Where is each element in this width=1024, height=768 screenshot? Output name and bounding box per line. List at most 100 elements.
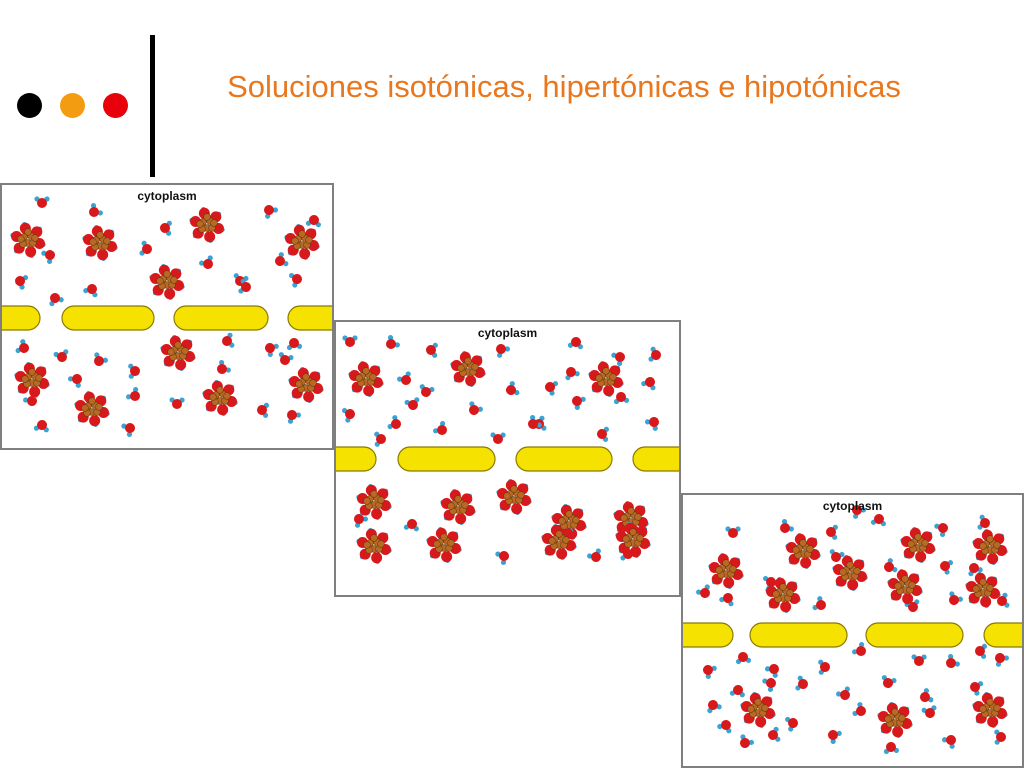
water-molecule xyxy=(495,551,509,565)
panel-label: cytoplasm xyxy=(822,499,883,513)
water-molecule xyxy=(139,240,152,256)
water-molecule xyxy=(89,203,103,217)
water-molecule xyxy=(729,685,745,698)
solute-cluster xyxy=(965,571,1001,609)
solute-cluster xyxy=(765,576,801,614)
solute-cluster xyxy=(740,691,776,729)
water-molecule xyxy=(222,332,235,348)
solute-cluster xyxy=(496,478,532,516)
water-molecule xyxy=(836,686,850,700)
water-molecule xyxy=(707,700,722,714)
water-molecule xyxy=(942,735,956,749)
panel-hypotonic: cytoplasm xyxy=(681,493,1024,768)
solute-cluster xyxy=(785,532,821,570)
membrane-segment xyxy=(336,446,377,472)
solute-cluster xyxy=(74,390,110,428)
water-molecule xyxy=(341,407,355,423)
water-molecule xyxy=(884,558,898,573)
membrane-segment xyxy=(749,622,848,648)
bullet-dots xyxy=(17,93,128,118)
solute-cluster xyxy=(82,224,118,262)
water-molecule xyxy=(611,352,625,366)
water-molecule xyxy=(911,654,927,666)
water-molecule xyxy=(397,371,411,385)
solute-cluster xyxy=(615,521,651,559)
panel-isotonic-diagram xyxy=(2,196,332,437)
water-molecule xyxy=(278,352,294,365)
bullet-dot-orange xyxy=(60,93,85,118)
water-molecule xyxy=(696,584,710,598)
water-molecule xyxy=(812,596,826,611)
water-molecule xyxy=(15,339,29,354)
water-molecule xyxy=(934,523,948,537)
water-molecule xyxy=(818,659,830,675)
water-molecule xyxy=(740,734,754,748)
water-molecule xyxy=(852,642,866,656)
solute-cluster xyxy=(541,523,577,561)
water-molecule xyxy=(387,415,401,430)
membrane-segment xyxy=(515,446,613,472)
water-molecule xyxy=(975,643,988,659)
water-molecule xyxy=(870,514,886,527)
solute-cluster xyxy=(972,691,1008,729)
water-molecule xyxy=(648,346,661,362)
solute-cluster xyxy=(900,526,936,564)
water-molecule xyxy=(386,335,400,349)
water-molecule xyxy=(597,426,610,442)
water-molecule xyxy=(506,381,520,396)
water-molecule xyxy=(34,196,50,208)
water-molecule xyxy=(762,678,776,692)
panel-hypertonic: cytoplasm xyxy=(334,320,681,597)
solute-cluster xyxy=(356,483,392,521)
water-molecule xyxy=(572,396,586,410)
solute-cluster xyxy=(160,334,196,372)
membrane-segment xyxy=(865,622,964,648)
water-molecule xyxy=(67,374,82,388)
water-molecule xyxy=(15,275,29,290)
water-molecule xyxy=(404,397,420,410)
solute-cluster xyxy=(356,527,392,565)
vertical-divider xyxy=(150,35,155,177)
water-molecule xyxy=(921,705,937,718)
membrane-segment xyxy=(983,622,1022,648)
water-molecule xyxy=(374,431,386,447)
membrane-segment xyxy=(683,622,734,648)
water-molecule xyxy=(286,338,303,351)
membrane-segment xyxy=(632,446,679,472)
water-molecule xyxy=(828,730,842,745)
water-molecule xyxy=(257,402,270,418)
bullet-dot-red xyxy=(103,93,128,118)
water-molecule xyxy=(613,392,630,405)
water-molecule xyxy=(433,421,447,435)
water-molecule xyxy=(717,720,732,734)
water-molecule xyxy=(768,726,781,742)
water-molecule xyxy=(946,654,960,668)
solute-cluster xyxy=(189,206,225,244)
solute-cluster xyxy=(149,263,185,301)
water-molecule xyxy=(565,367,580,381)
water-molecule xyxy=(780,519,794,533)
water-molecule xyxy=(920,688,934,703)
water-molecule xyxy=(785,716,798,732)
water-molecule xyxy=(995,653,1010,667)
solute-cluster xyxy=(284,223,320,261)
water-molecule xyxy=(49,293,64,307)
water-molecule xyxy=(403,519,419,532)
water-molecule xyxy=(587,548,601,562)
solute-cluster xyxy=(202,379,238,417)
panel-isotonic: cytoplasm xyxy=(0,183,334,450)
solute-cluster xyxy=(348,360,384,398)
water-molecule xyxy=(305,215,321,228)
solute-cluster xyxy=(708,552,744,590)
slide-title: Soluciones isotónicas, hipertónicas e hi… xyxy=(227,69,901,104)
solute-cluster xyxy=(588,360,624,398)
water-molecule xyxy=(545,381,559,396)
water-molecule xyxy=(997,592,1010,608)
water-molecule xyxy=(288,272,302,288)
solute-cluster xyxy=(10,221,46,259)
panel-hypertonic-diagram xyxy=(336,335,679,565)
membrane-segment xyxy=(2,305,41,331)
water-molecule xyxy=(725,526,741,538)
solute-cluster xyxy=(877,701,913,739)
water-molecule xyxy=(644,417,659,431)
